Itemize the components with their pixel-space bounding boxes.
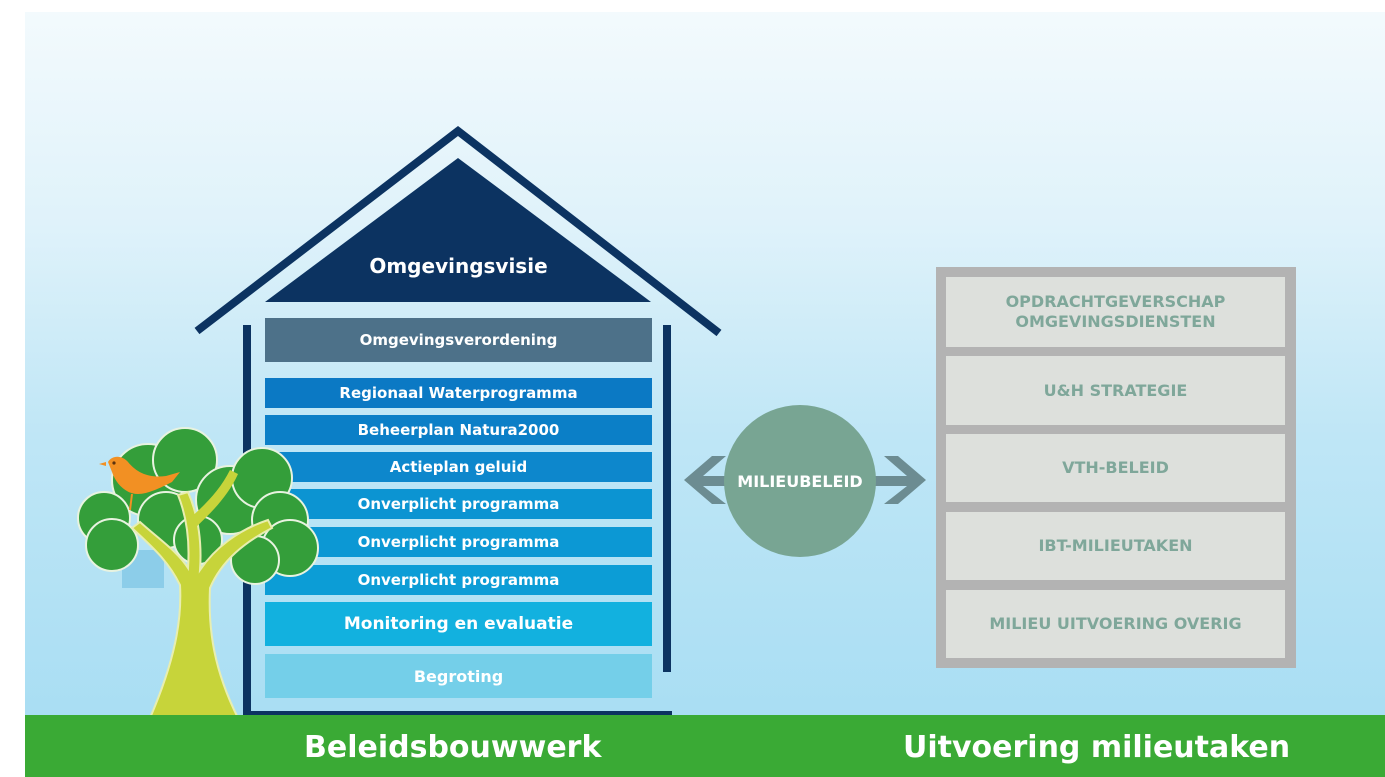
ground-label-beleidsbouwwerk: Beleidsbouwwerk: [304, 730, 602, 765]
roof-label: Omgevingsvisie: [369, 254, 548, 278]
task-uh-strategie: U&H STRATEGIE: [946, 356, 1285, 425]
layer-onverplicht-programma-2: Onverplicht programma: [265, 527, 652, 557]
layer-regionaal-waterprogramma: Regionaal Waterprogramma: [265, 378, 652, 408]
task-milieu-uitvoering-overig: MILIEU UITVOERING OVERIG: [946, 590, 1285, 658]
layer-monitoring-en-evaluatie: Monitoring en evaluatie: [265, 602, 652, 646]
arrow-left-icon: [684, 456, 730, 504]
layer-onverplicht-programma-3: Onverplicht programma: [265, 565, 652, 595]
milieubeleid-circle: MILIEUBELEID: [724, 405, 876, 557]
layer-beheerplan-natura2000: Beheerplan Natura2000: [265, 415, 652, 445]
ground-label-uitvoering-milieutaken: Uitvoering milieutaken: [903, 730, 1291, 765]
layer-onverplicht-programma-1: Onverplicht programma: [265, 489, 652, 519]
layer-begroting: Begroting: [265, 654, 652, 698]
task-vth-beleid: VTH-BELEID: [946, 434, 1285, 502]
layer-omgevingsverordening: Omgevingsverordening: [265, 318, 652, 362]
task-ibt-milieutaken: IBT-MILIEUTAKEN: [946, 512, 1285, 580]
bird-illustration: [99, 456, 180, 511]
arrow-right-icon: [872, 456, 926, 504]
tree-trunk: [130, 490, 274, 719]
ground-strip: [25, 715, 1385, 777]
roof-triangle: [265, 158, 651, 302]
layer-actieplan-geluid: Actieplan geluid: [265, 452, 652, 482]
roof-outline: [194, 125, 722, 337]
task-opdrachtgeverschap: OPDRACHTGEVERSCHAP OMGEVINGSDIENSTEN: [946, 277, 1285, 347]
